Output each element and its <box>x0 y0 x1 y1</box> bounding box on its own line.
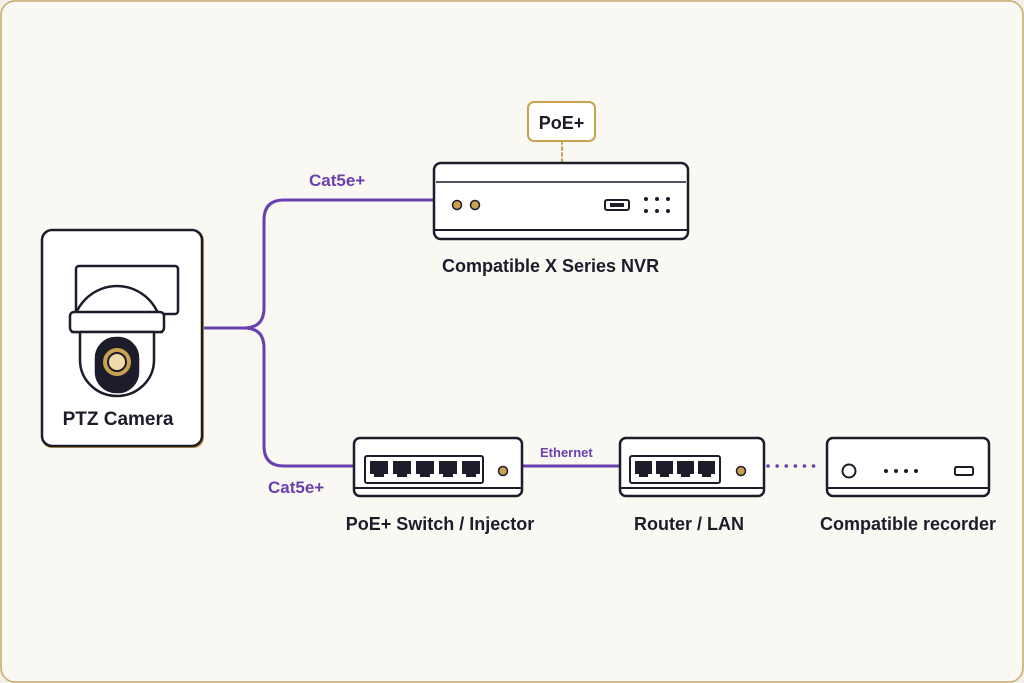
nvr-led-2 <box>469 199 481 211</box>
node-ptz-camera[interactable]: PTZ Camera <box>40 228 204 448</box>
recorder-dots <box>884 469 918 473</box>
node-recorder[interactable]: Compatible recorder <box>820 436 996 534</box>
nvr-led-1 <box>451 199 463 211</box>
router-label: Router / LAN <box>634 514 744 534</box>
router-ports <box>635 461 715 477</box>
link-label-switch-router: Ethernet <box>540 445 593 460</box>
camera-label: PTZ Camera <box>63 409 174 430</box>
switch-label: PoE+ Switch / Injector <box>346 514 535 534</box>
node-poe-switch[interactable]: PoE+ Switch / Injector <box>346 436 535 534</box>
node-router[interactable]: Router / LAN <box>618 436 766 534</box>
link-label-camera-switch: Cat5e+ <box>268 478 324 497</box>
recorder-label: Compatible recorder <box>820 514 996 534</box>
nvr-icon <box>432 161 690 241</box>
ptz-camera-icon <box>68 264 180 398</box>
cable-camera-to-switch <box>202 326 358 468</box>
switch-ports <box>370 461 480 477</box>
poe-badge-label: PoE+ <box>539 113 585 133</box>
link-label-camera-nvr: Cat5e+ <box>309 171 365 190</box>
router-led <box>735 465 747 477</box>
recorder-slot <box>954 466 974 476</box>
switch-icon <box>352 436 524 498</box>
nvr-label: Compatible X Series NVR <box>442 256 659 276</box>
cable-camera-to-nvr <box>202 198 438 330</box>
connections <box>202 140 824 468</box>
switch-led <box>497 465 509 477</box>
nvr-vent-dots <box>644 197 670 213</box>
recorder-icon <box>825 436 991 498</box>
poe-badge: PoE+ <box>527 101 596 142</box>
node-nvr[interactable]: Compatible X Series NVR <box>432 161 690 276</box>
router-icon <box>618 436 766 498</box>
recorder-power-button <box>841 463 857 479</box>
